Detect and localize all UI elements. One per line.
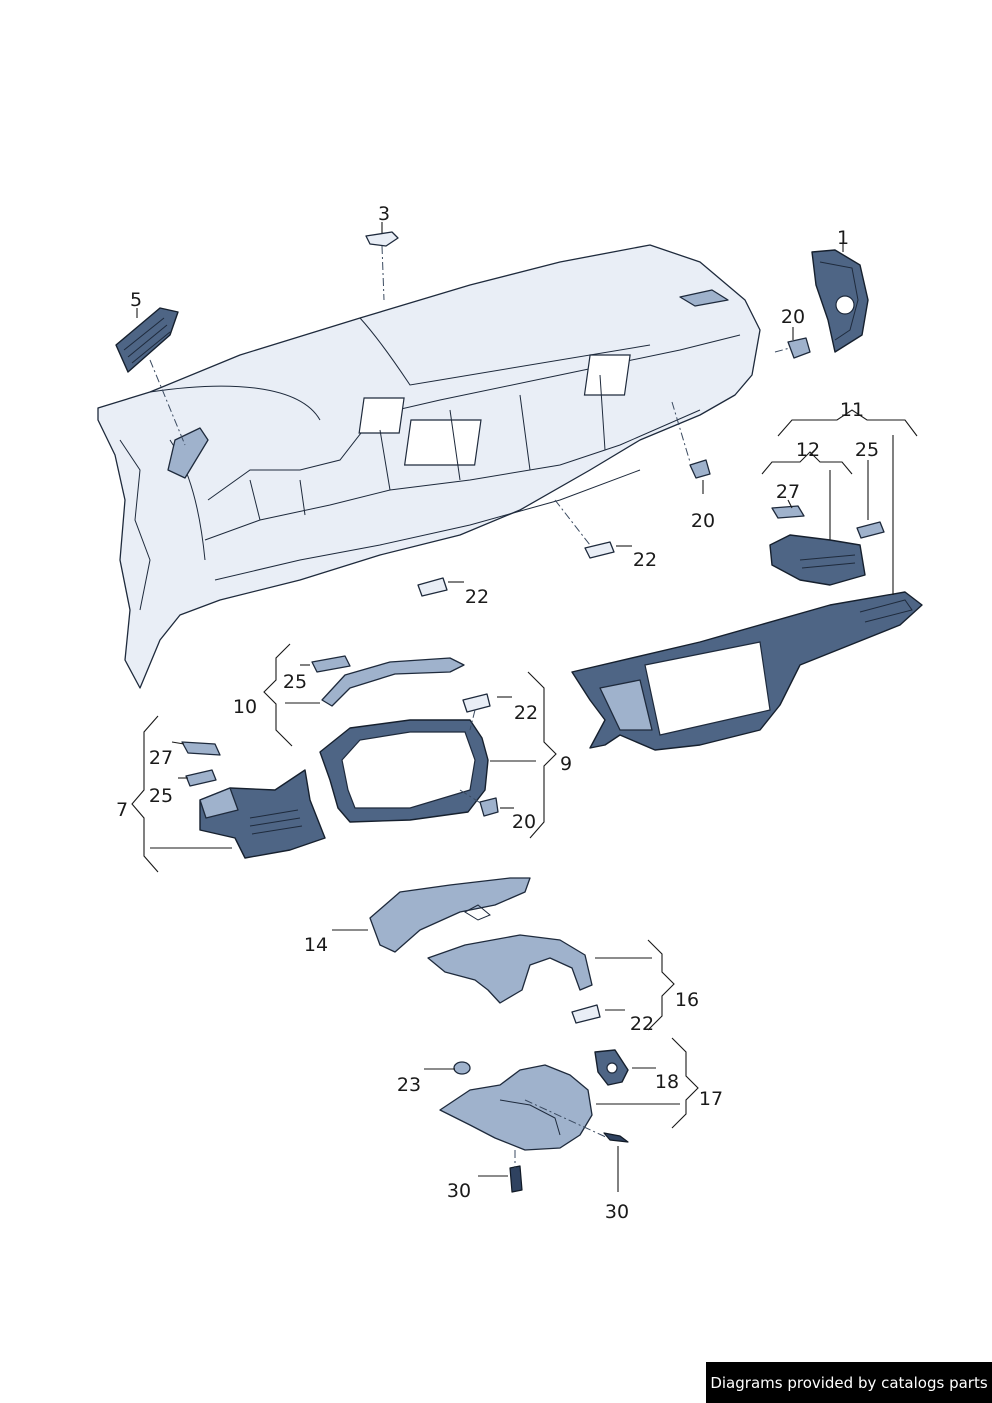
center-trim-panel-part-11 bbox=[571, 591, 923, 751]
center-vent-part-12 bbox=[769, 534, 866, 586]
callout-12: 12 bbox=[796, 439, 820, 461]
callout-22-center: 22 bbox=[633, 549, 657, 571]
callout-10: 10 bbox=[233, 696, 257, 718]
bracket-group-16 bbox=[647, 939, 675, 1031]
callout-labels: 1 3 5 20 11 12 25 27 20 22 22 25 10 22 9… bbox=[116, 203, 879, 1223]
plug-part-23 bbox=[453, 1061, 471, 1075]
pad-part-25-right bbox=[856, 521, 885, 539]
callout-9: 9 bbox=[560, 753, 572, 775]
pad-part-25-trim bbox=[311, 655, 351, 673]
callout-1: 1 bbox=[837, 227, 849, 249]
callout-25-right: 25 bbox=[855, 439, 879, 461]
callout-30-right: 30 bbox=[605, 1201, 629, 1223]
switch-part-18 bbox=[594, 1049, 629, 1086]
clip-part-22-center bbox=[584, 541, 615, 559]
steering-cover-part-16 bbox=[427, 934, 593, 1004]
clip-part-22-cluster bbox=[462, 693, 491, 713]
callout-17: 17 bbox=[699, 1088, 723, 1110]
callout-25-left: 25 bbox=[149, 785, 173, 807]
clip-part-20-upper-right bbox=[787, 337, 811, 359]
callout-3: 3 bbox=[378, 203, 390, 225]
clip-part-20-center bbox=[689, 459, 711, 479]
callout-25-trim: 25 bbox=[283, 671, 307, 693]
clip-part-22-column bbox=[571, 1004, 601, 1024]
callout-30-left: 30 bbox=[447, 1180, 471, 1202]
bracket-group-7 bbox=[131, 715, 159, 873]
callout-11: 11 bbox=[840, 399, 864, 421]
callout-5: 5 bbox=[130, 289, 142, 311]
bracket-group-10 bbox=[263, 643, 293, 747]
callout-27-left: 27 bbox=[149, 747, 173, 769]
callout-22-column: 22 bbox=[630, 1013, 654, 1035]
clip-part-20-cluster bbox=[479, 797, 499, 817]
screw-part-30-left bbox=[509, 1165, 523, 1193]
callout-18: 18 bbox=[655, 1071, 679, 1093]
lower-cover-part-17 bbox=[439, 1064, 593, 1151]
bracket-group-11 bbox=[777, 409, 918, 437]
trim-strip-part-10 bbox=[321, 657, 465, 707]
bracket-group-9 bbox=[527, 671, 557, 839]
callout-27-right: 27 bbox=[776, 481, 800, 503]
credit-banner: Diagrams provided by catalogs parts bbox=[706, 1362, 992, 1403]
callout-20-cluster: 20 bbox=[512, 811, 536, 833]
callout-22-cluster: 22 bbox=[514, 702, 538, 724]
pad-part-27-right bbox=[771, 505, 805, 519]
screw-part-30-right bbox=[603, 1132, 629, 1143]
bracket-group-12 bbox=[761, 451, 853, 475]
bracket-group-17 bbox=[671, 1037, 699, 1129]
cluster-housing-part-9 bbox=[319, 719, 489, 823]
assembly-lines bbox=[149, 245, 791, 1168]
vent-part-5 bbox=[115, 307, 179, 373]
callout-20-top: 20 bbox=[781, 306, 805, 328]
callout-22-left: 22 bbox=[465, 586, 489, 608]
pad-part-25-left bbox=[185, 769, 217, 787]
dashboard-panel bbox=[97, 244, 761, 689]
cap-part-3 bbox=[365, 231, 399, 247]
left-vent-housing-part-7 bbox=[199, 769, 326, 859]
callout-23: 23 bbox=[397, 1074, 421, 1096]
pad-part-27-left bbox=[181, 741, 221, 756]
leader-lines bbox=[136, 222, 894, 1192]
upper-shroud-part-14 bbox=[369, 877, 531, 953]
callout-14: 14 bbox=[304, 934, 328, 956]
callout-16: 16 bbox=[675, 989, 699, 1011]
callout-7: 7 bbox=[116, 799, 128, 821]
end-cover-part-1 bbox=[811, 249, 869, 353]
callout-20-center: 20 bbox=[691, 510, 715, 532]
clip-part-22-left bbox=[417, 577, 448, 597]
